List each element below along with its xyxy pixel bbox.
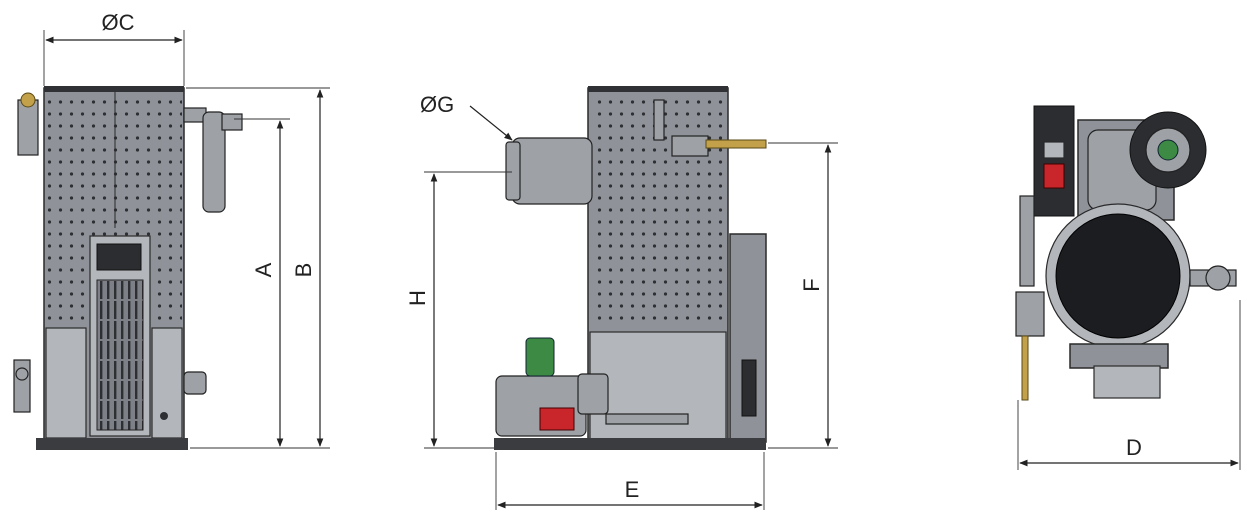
top-control-box	[1033, 105, 1075, 217]
side-base-frame	[494, 438, 766, 450]
side-vertical-pipe	[653, 99, 665, 141]
side-lower-panel	[589, 331, 727, 445]
top-bottom-box	[1093, 365, 1161, 399]
front-base-frame	[36, 438, 188, 450]
top-bottom-frame	[1069, 343, 1169, 369]
side-top-cap	[588, 86, 728, 92]
side-fuel-line	[605, 413, 689, 425]
dimension-label-b: B	[291, 263, 316, 278]
top-fan-center	[1157, 139, 1179, 161]
side-pump-motor	[525, 337, 555, 377]
dimension-label-d: D	[1126, 435, 1142, 460]
dimension-label-c: ØC	[102, 10, 135, 35]
top-left-valve-box	[1015, 291, 1045, 337]
front-control-display	[96, 243, 142, 271]
dimension-label-h: H	[405, 290, 430, 306]
front-lower-right-panel	[151, 327, 183, 439]
top-control-label	[1043, 141, 1065, 159]
dimension-label-a: A	[251, 262, 276, 277]
front-top-valve	[20, 92, 36, 108]
side-brass-rod	[705, 139, 767, 149]
front-bolt	[160, 412, 168, 420]
side-burner-cap	[505, 141, 521, 201]
front-right-valve	[221, 113, 243, 131]
dimension-label-f: F	[799, 278, 824, 291]
front-top-cap	[44, 86, 184, 92]
top-flange-opening	[1055, 213, 1181, 339]
top-right-valve	[1205, 265, 1231, 291]
g-leader-line	[469, 105, 513, 141]
side-burner-cylinder	[511, 137, 593, 205]
front-vent-grille	[96, 279, 144, 431]
front-right-filter	[202, 111, 226, 213]
side-red-valve	[539, 407, 575, 431]
front-left-fitting-top	[17, 99, 39, 156]
front-gauge	[15, 367, 29, 381]
front-view: ØC A B	[13, 10, 330, 450]
dimension-label-g: ØG	[420, 92, 454, 117]
side-top-fitting	[671, 135, 709, 157]
side-electrical-label	[741, 359, 757, 417]
side-pump-fitting	[577, 373, 609, 415]
dimension-label-e: E	[625, 477, 640, 502]
side-view: ØG H F E	[405, 86, 838, 510]
top-control-red-panel	[1043, 163, 1065, 189]
top-left-brass-pipe	[1021, 335, 1029, 401]
top-view: D	[1015, 105, 1241, 470]
top-left-pipe	[1019, 195, 1035, 287]
front-right-outlet	[183, 371, 207, 395]
front-lower-left-panel	[45, 327, 87, 439]
